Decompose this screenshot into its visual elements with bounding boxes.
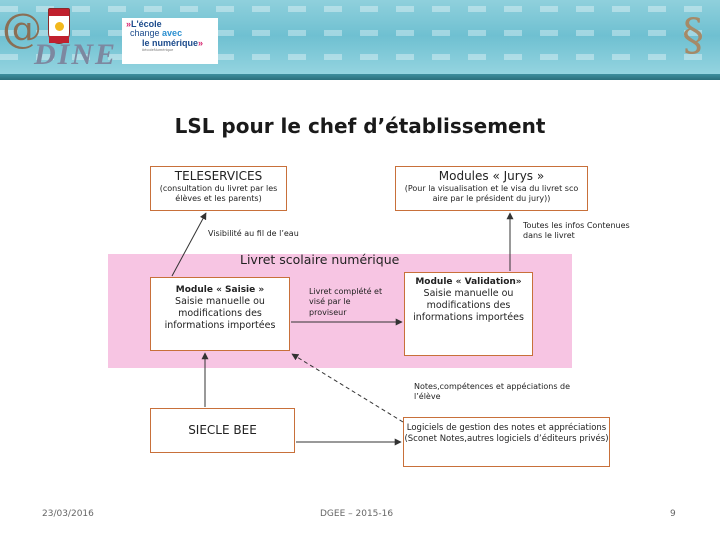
tagline-hashtag: #écoleNumérique — [142, 47, 174, 53]
jurys-desc: (Pour la visualisation et le visa du liv… — [404, 184, 579, 203]
teleservices-box: TELESERVICES (consultation du livret par… — [150, 166, 287, 211]
note-livret-complete: Livret complété et visé par le proviseur — [309, 287, 383, 317]
footer-date: 23/03/2016 — [42, 509, 94, 519]
shell-decoration-icon: § — [682, 10, 704, 61]
tiki-decoration-icon: @ — [2, 6, 42, 52]
tagline-line1: »L'école — [126, 19, 162, 29]
siecle-title: SIECLE BEE — [188, 423, 257, 437]
emblem-band-top — [49, 9, 69, 16]
banner-edge — [0, 74, 720, 80]
jurys-title: Modules « Jurys » — [438, 169, 545, 183]
ecole-numerique-logo: »L'école change avec le numérique» #écol… — [122, 18, 218, 64]
note-toutes-infos: Toutes les infos Contenues dans le livre… — [523, 221, 630, 241]
footer-page-number: 9 — [670, 509, 676, 519]
header-banner: @ DINE »L'école change avec le numérique… — [0, 0, 720, 80]
logiciels-box: Logiciels de gestion des notes et appréc… — [403, 417, 610, 467]
teleservices-desc: (consultation du livret par les élèves e… — [159, 184, 278, 203]
logiciels-desc: Logiciels de gestion des notes et appréc… — [404, 423, 609, 444]
banner-wave — [0, 30, 720, 36]
validation-desc: Saisie manuelle ou modifications des inf… — [413, 288, 524, 323]
emblem-band-bottom — [49, 36, 69, 43]
tagline-line3: le numérique» — [142, 37, 204, 48]
banner-wave — [0, 54, 720, 60]
validation-title: Module « Validation» — [415, 277, 522, 287]
banner-wave — [0, 6, 720, 12]
footer-center: DGEE – 2015-16 — [320, 509, 394, 519]
chevron-icon: » — [198, 37, 204, 48]
module-validation-box: Module « Validation» Saisie manuelle ou … — [404, 272, 533, 356]
emblem-sun — [55, 22, 64, 31]
teleservices-title: TELESERVICES — [174, 169, 263, 183]
chevron-icon: » — [126, 19, 132, 29]
note-competences: Notes,compétences et appéciations de l’é… — [414, 382, 571, 402]
siecle-bee-box: SIECLE BEE — [150, 408, 295, 453]
saisie-desc: Saisie manuelle ou modifications des inf… — [164, 296, 276, 331]
saisie-title: Module « Saisie » — [175, 285, 265, 295]
polynesia-emblem-icon — [48, 8, 70, 44]
dine-logo: DINE — [34, 38, 118, 71]
module-saisie-box: Module « Saisie » Saisie manuelle ou mod… — [150, 277, 290, 351]
livret-band-title: Livret scolaire numérique — [240, 252, 400, 267]
slide-title: LSL pour le chef d’établissement — [174, 114, 546, 138]
jurys-box: Modules « Jurys » (Pour la visualisation… — [395, 166, 588, 211]
note-visibilite: Visibilité au fil de l’eau — [208, 229, 299, 238]
tagline-line2: change avec — [130, 28, 183, 39]
